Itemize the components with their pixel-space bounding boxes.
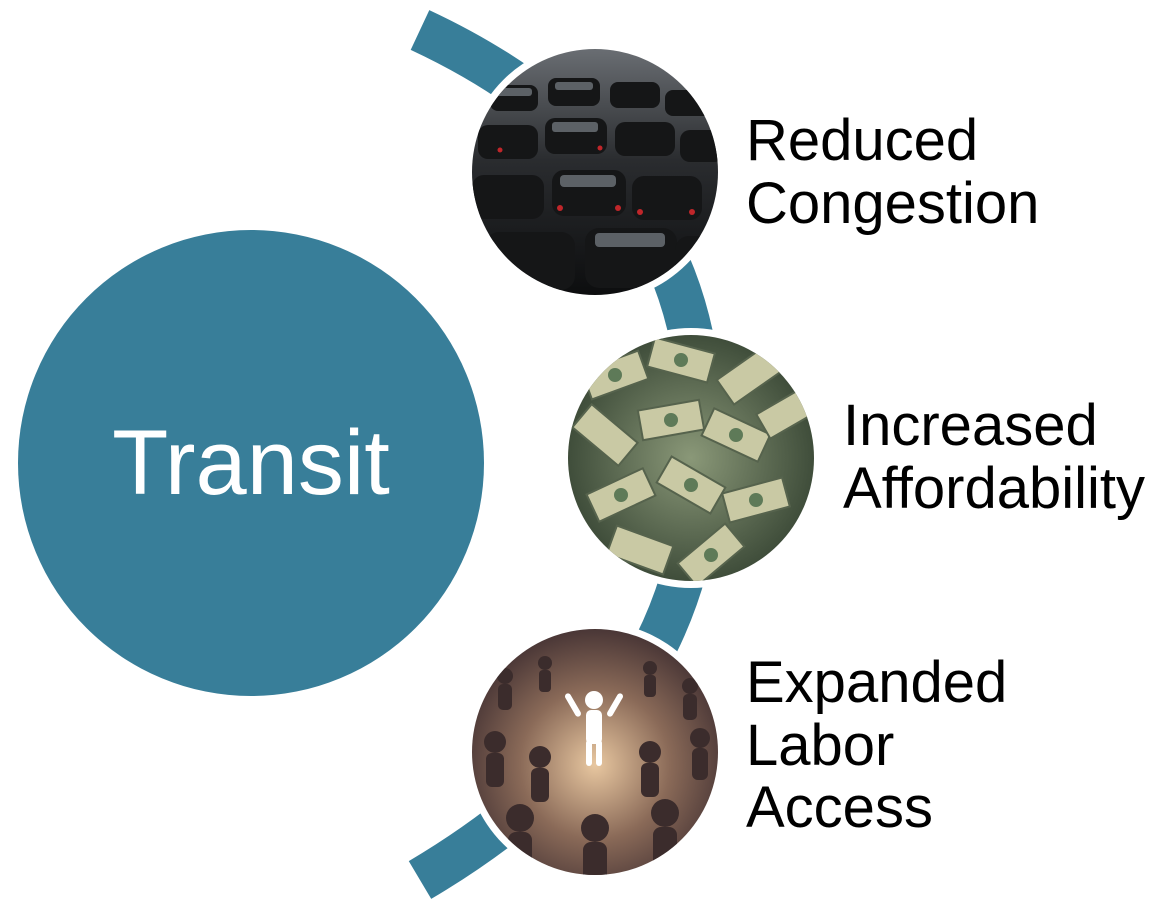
label-line: Congestion [746, 170, 1040, 236]
label-line: Expanded [746, 650, 1008, 715]
money-stacks-photo [561, 328, 821, 588]
label-line: Labor [746, 712, 895, 778]
label-line: Affordability [843, 455, 1145, 521]
crowd-figures-photo [465, 622, 725, 882]
traffic-jam-photo [465, 42, 725, 302]
center-label: Transit [112, 411, 390, 514]
item-label-labor: Expanded Labor Access [746, 650, 1008, 841]
item-label-congestion: Reduced Congestion [746, 108, 1040, 236]
transit-circle [18, 230, 484, 696]
label-line: Access [746, 775, 933, 841]
label-line: Reduced [746, 108, 979, 173]
label-line: Increased [843, 393, 1098, 458]
item-label-affordability: Increased Affordability [843, 393, 1145, 521]
